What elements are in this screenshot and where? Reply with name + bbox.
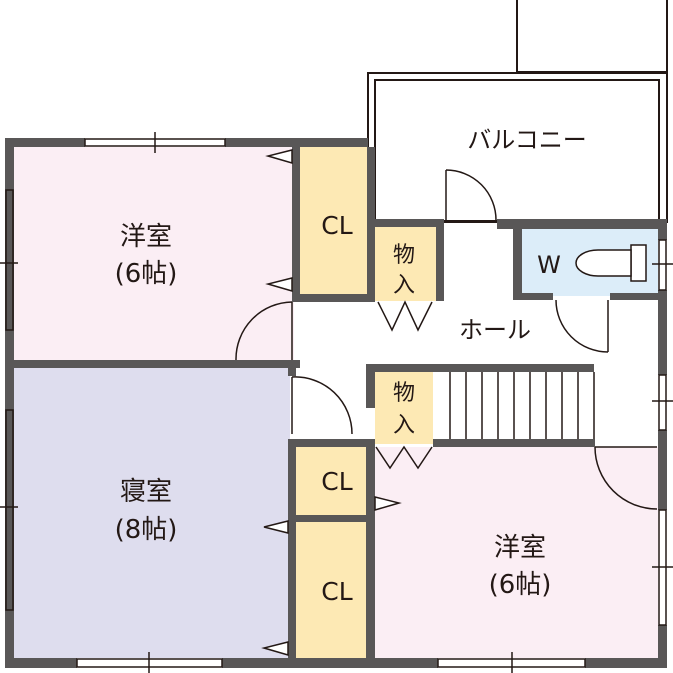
balcony-outline [367,0,668,223]
bedroom-name: 寝室 [120,477,172,507]
hall-label: ホール [459,316,531,344]
closet-top-label: CL [321,211,352,240]
storage-top-label-1: 物 [393,243,415,268]
western-room-nw-size: (6帖) [115,259,178,289]
western-room-se-size: (6帖) [489,570,552,600]
stairs [449,372,595,439]
closet-bottom-fill [296,522,366,658]
closet-top-fill [300,147,367,295]
storage-bottom-fill [375,372,433,444]
closet-door-markers [261,149,402,656]
storage-bottom-label-2: 入 [393,413,415,438]
bedroom-fill [14,368,290,658]
western-room-se-fill [375,447,658,658]
western-room-se-name: 洋室 [494,533,546,563]
western-room-nw-name: 洋室 [120,222,172,252]
closet-mid-fill [296,447,366,515]
closet-bottom-label: CL [321,577,352,606]
bedroom-size: (8帖) [115,515,178,545]
storage-top-label-2: 入 [393,273,415,298]
storage-bottom-label-1: 物 [393,381,415,406]
toilet-fixture [575,244,647,282]
folding-doors [375,300,433,470]
doors [235,169,658,510]
storage-top-fill [375,226,437,301]
toilet-label: W [537,251,561,279]
walls [5,138,667,668]
closet-mid-label: CL [321,467,352,496]
balcony-label: バルコニー [467,126,587,154]
windows [0,132,673,673]
western-room-nw-fill [14,147,294,360]
